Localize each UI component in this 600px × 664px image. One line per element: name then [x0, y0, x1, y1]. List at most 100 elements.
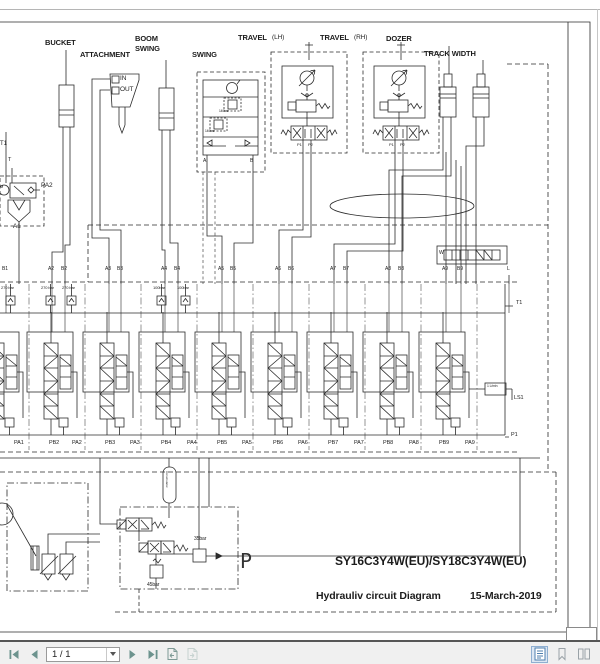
port-t-left: T [8, 157, 12, 163]
label-swing: SWING [192, 50, 217, 59]
port-b3: B3 [117, 266, 123, 272]
accumulator-label: Accumulator [165, 471, 169, 488]
label-dozer: DOZER [386, 34, 412, 43]
bookmark-panel-button[interactable] [553, 646, 570, 663]
swing-port-b: B [250, 158, 254, 164]
relief-value-2: 270 bar [41, 285, 54, 290]
port-a9: A9 [442, 266, 448, 272]
port-pa2: PA2 [72, 440, 82, 446]
port-pa8: PA8 [409, 440, 419, 446]
travel-rh-port-p2: P2 [400, 142, 405, 147]
first-page-icon [9, 649, 18, 659]
port-pb3: PB3 [105, 440, 116, 446]
previous-view-button[interactable] [164, 646, 180, 662]
port-b4: B4 [174, 266, 180, 272]
label-track-width: TRACK WIDTH [424, 49, 476, 58]
port-a2: A2 [48, 266, 54, 272]
last-page-icon [148, 649, 157, 659]
port-pa3: PA3 [130, 440, 140, 446]
port-ls1: LS1 [514, 395, 524, 401]
label-bucket: BUCKET [45, 38, 76, 47]
last-page-button[interactable] [144, 646, 160, 662]
port-pb5: PB5 [217, 440, 228, 446]
model-number: SY16C3Y4W(EU)/SY18C3Y4W(EU) [335, 554, 527, 568]
page-indicator: 1 / 1 [52, 648, 71, 660]
relief-35bar-value: 35bar [194, 536, 207, 542]
port-pb7: PB7 [328, 440, 339, 446]
swing-relief-lower-value: 140bar [205, 129, 215, 133]
previous-page-button[interactable] [26, 646, 42, 662]
w-block-label: W [439, 250, 444, 256]
relief-45bar-value: 45bar [147, 582, 160, 588]
page-top-edge [0, 9, 600, 10]
port-b8: B8 [398, 266, 404, 272]
document-title: Hydrauliv circuit Diagram [316, 590, 441, 602]
port-p-pump: P [240, 549, 252, 573]
two-page-view-icon [577, 648, 590, 660]
port-b9: B9 [457, 266, 463, 272]
port-a4: A4 [161, 266, 167, 272]
label-travel-rh: TRAVEL [320, 33, 349, 42]
port-b2: B2 [61, 266, 67, 272]
document-date: 15-March-2019 [470, 590, 542, 602]
port-p1-right: P1 [511, 432, 518, 438]
port-a8: A8 [385, 266, 391, 272]
port-a7: A7 [330, 266, 336, 272]
label-attachment: ATTACHMENT [80, 50, 130, 59]
label-travel-lh-sub: (LH) [272, 34, 285, 41]
port-a1-left: A1 [13, 223, 21, 230]
port-b7: B7 [343, 266, 349, 272]
port-pb6: PB6 [273, 440, 284, 446]
viewer-statusbar: 1 / 1 [0, 640, 600, 664]
relief-value-3: 270 bar [62, 285, 75, 290]
bookmark-panel-icon [558, 648, 565, 661]
port-a3: A3 [105, 266, 111, 272]
label-travel-lh: TRAVEL [238, 33, 267, 42]
port-t1-left: T1 [0, 141, 7, 147]
previous-page-icon [31, 649, 37, 659]
port-l: L [507, 266, 510, 272]
label-boom-swing-1: BOOM [135, 34, 158, 43]
port-b5: B5 [230, 266, 236, 272]
next-page-button[interactable] [124, 646, 140, 662]
next-view-button[interactable] [184, 646, 200, 662]
label-boom-swing-2: SWING [135, 44, 160, 53]
port-pb4: PB4 [161, 440, 172, 446]
port-pa4: PA4 [187, 440, 197, 446]
port-pa1: PA1 [14, 440, 24, 446]
page-panel-button[interactable] [531, 645, 548, 663]
page-panel-icon [534, 647, 545, 661]
panel-toggles [531, 645, 592, 663]
port-a6: A6 [275, 266, 281, 272]
page-number-selector[interactable]: 1 / 1 [46, 646, 120, 662]
travel-rh-port-p1: P1 [389, 142, 394, 147]
port-pa9: PA9 [465, 440, 475, 446]
label-m-left: M [0, 184, 4, 189]
travel-lh-port-p1: P1 [297, 142, 302, 147]
port-pb8: PB8 [383, 440, 394, 446]
port-a5: A5 [218, 266, 224, 272]
swing-relief-upper-value: 140bar [219, 109, 229, 113]
port-pa5: PA5 [242, 440, 252, 446]
label-attachment-in: IN [120, 75, 127, 82]
two-page-view-button[interactable] [575, 646, 592, 663]
hydraulic-schematic-drawing [0, 21, 591, 633]
port-pb9: PB9 [439, 440, 450, 446]
relief-value-4: 100bar [153, 285, 165, 290]
page-navigation: 1 / 1 [6, 645, 200, 663]
travel-lh-port-p2: P2 [308, 142, 313, 147]
port-pa7: PA7 [354, 440, 364, 446]
next-view-icon [187, 648, 198, 660]
previous-view-icon [167, 648, 178, 660]
port-b6: B6 [288, 266, 294, 272]
port-pb2: PB2 [49, 440, 60, 446]
page-right-edge [597, 9, 598, 641]
first-page-button[interactable] [6, 646, 22, 662]
port-b1: B1 [2, 266, 8, 272]
relief-value-5: 100bar [177, 285, 189, 290]
label-attachment-out: OUT [120, 86, 134, 93]
page-dropdown-caret[interactable] [106, 647, 119, 661]
port-t1-right: T1 [516, 300, 523, 306]
relief-value-1: 270 bar [1, 285, 14, 290]
